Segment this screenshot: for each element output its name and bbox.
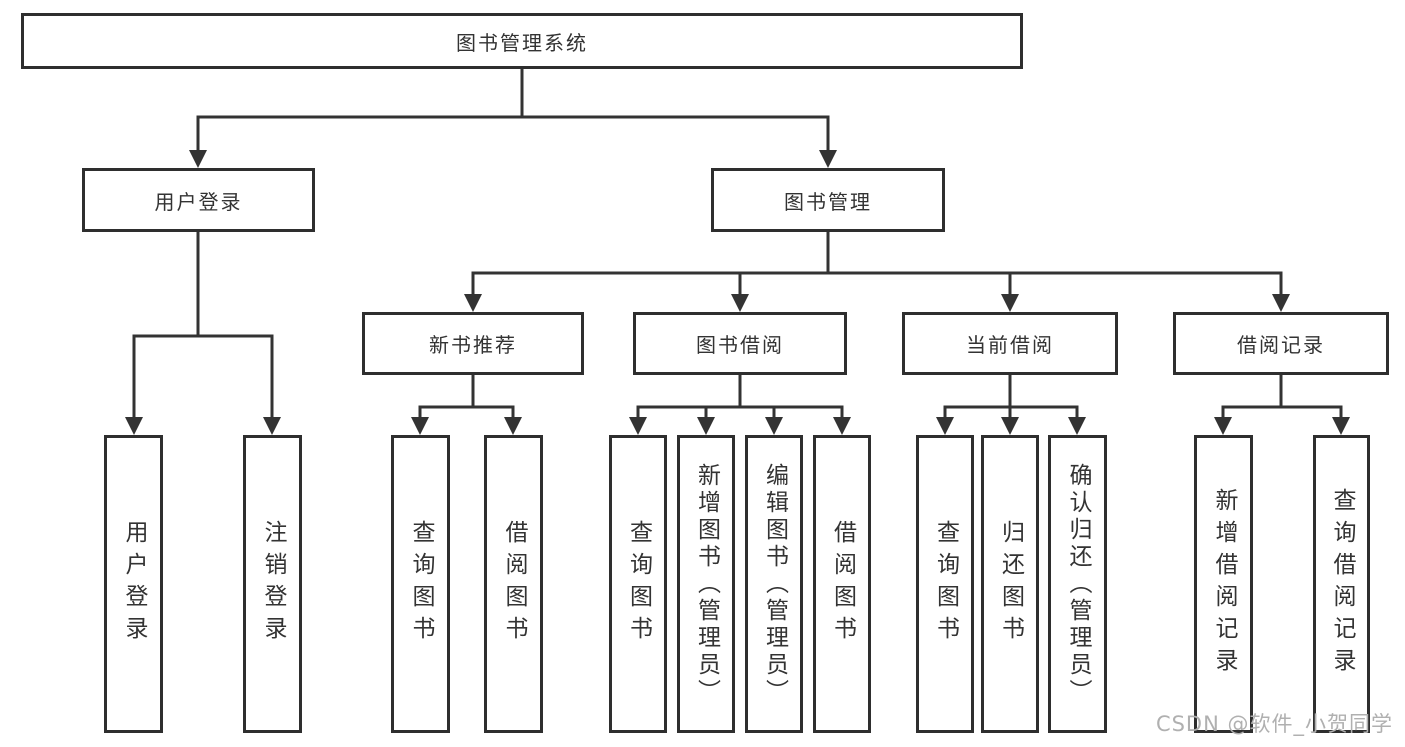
node-label: 查询图书 (408, 520, 434, 648)
node-label: 用户登录 (154, 189, 243, 214)
leaf-borrow-books: 借阅图书 (813, 435, 871, 733)
leaf-return-books: 归还图书 (981, 435, 1039, 733)
node-book-management: 图书管理 (711, 168, 945, 232)
leaf-query-borrow-record: 查询借阅记录 (1313, 435, 1370, 733)
node-label: 图书管理 (784, 189, 872, 214)
leaf-logout: 注销登录 (243, 435, 302, 733)
node-label: 新书推荐 (429, 333, 517, 357)
node-label: 图书借阅 (696, 333, 784, 357)
node-label: 图书管理系统 (456, 30, 588, 55)
node-label: 注销登录 (260, 520, 286, 648)
node-book-borrowing: 图书借阅 (633, 312, 847, 375)
node-label: 借阅图书 (829, 520, 856, 648)
leaf-add-books-admin: 新增图书（管理员） (677, 435, 735, 733)
node-label: 查询图书 (625, 520, 652, 648)
node-label: 归还图书 (997, 520, 1024, 648)
node-label: 用户登录 (121, 520, 147, 648)
node-user-login: 用户登录 (82, 168, 315, 232)
leaf-query-books-current: 查询图书 (916, 435, 974, 733)
node-label: 新增图书（管理员） (693, 462, 720, 706)
node-label: 编辑图书（管理员） (761, 462, 788, 706)
node-new-book-recommend: 新书推荐 (362, 312, 584, 375)
node-label: 借阅记录 (1237, 333, 1325, 357)
node-borrowing-records: 借阅记录 (1173, 312, 1389, 375)
leaf-add-borrow-record: 新增借阅记录 (1194, 435, 1253, 733)
leaf-edit-books-admin: 编辑图书（管理员） (745, 435, 803, 733)
leaf-user-login: 用户登录 (104, 435, 163, 733)
leaf-query-books-recommend: 查询图书 (391, 435, 450, 733)
node-label: 查询图书 (932, 520, 959, 648)
leaf-query-books-borrow: 查询图书 (609, 435, 667, 733)
node-label: 当前借阅 (966, 333, 1054, 357)
leaf-borrow-books-recommend: 借阅图书 (484, 435, 543, 733)
node-label: 确认归还（管理员） (1065, 462, 1091, 706)
watermark: CSDN @软件_小贺同学 (1155, 712, 1393, 736)
leaf-confirm-return-admin: 确认归还（管理员） (1048, 435, 1107, 733)
node-current-borrowing: 当前借阅 (902, 312, 1118, 375)
node-label: 借阅图书 (501, 520, 527, 648)
node-label: 查询借阅记录 (1329, 488, 1355, 680)
node-library-system: 图书管理系统 (21, 13, 1023, 69)
node-label: 新增借阅记录 (1211, 488, 1237, 680)
